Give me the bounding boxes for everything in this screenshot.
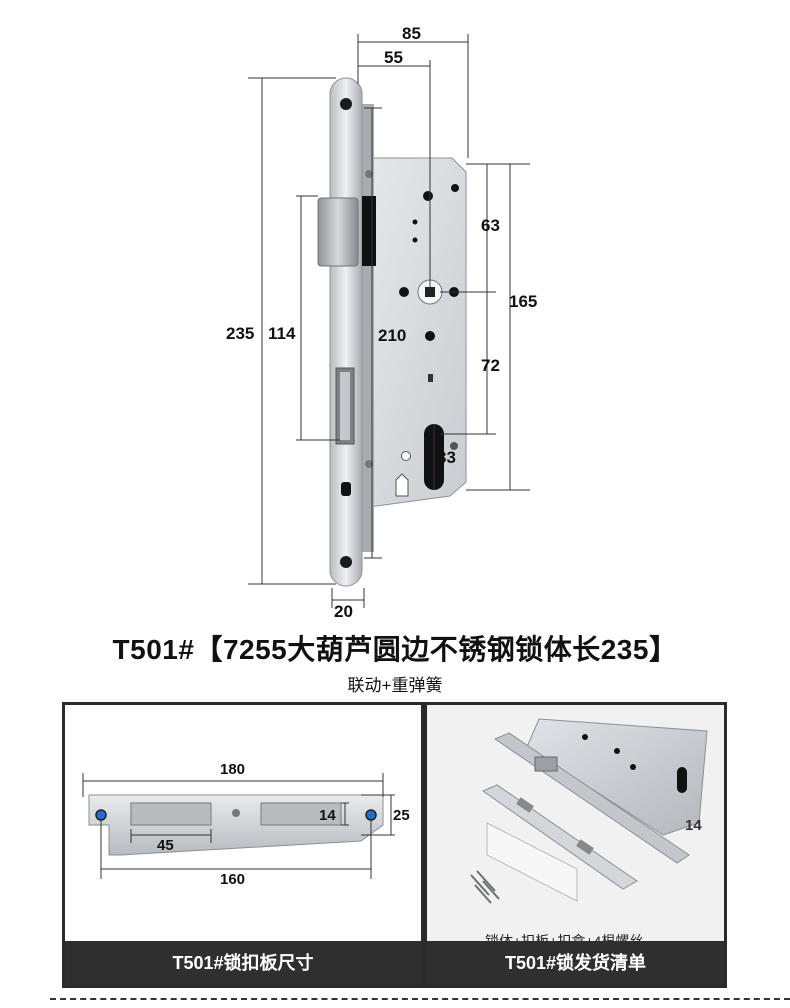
package-caption: T501#锁发货清单 <box>427 941 724 985</box>
dim-cylinder: 33 <box>437 448 456 467</box>
dim-case-height: 165 <box>509 292 538 311</box>
latch-back <box>362 196 376 266</box>
faceplate-screw-hole-bottom <box>340 556 352 568</box>
dim-case-center: 210 <box>378 326 407 345</box>
strike-plate-drawing <box>82 773 395 879</box>
dim-width-total: 85 <box>402 24 421 43</box>
faceplate-screw-hole-top <box>340 98 352 110</box>
dim-top-to-handle: 63 <box>481 216 500 235</box>
package-contents-photo <box>470 718 708 904</box>
strike-plate-panel: 180 160 25 14 45 T501#锁扣板尺寸 <box>62 702 424 988</box>
strike-opening-height: 14 <box>319 807 336 824</box>
strike-hole-spacing: 160 <box>220 871 246 888</box>
dim-faceplate-length: 235 <box>226 324 255 343</box>
latch-bolt <box>317 197 359 267</box>
package-dim-label: 14 <box>685 817 702 834</box>
dim-latch-to-bolt: 114 <box>268 324 296 343</box>
package-strike-box <box>486 822 578 902</box>
product-subtitle: 联动+重弹簧 <box>347 676 443 695</box>
dim-handle-to-cylinder: 72 <box>481 356 500 375</box>
faceplate-hole <box>341 482 351 496</box>
lock-body-drawing <box>248 34 530 608</box>
product-title: T501#【7255大葫芦圆边不锈钢锁体长235】 <box>112 634 678 665</box>
strike-plate-caption: T501#锁扣板尺寸 <box>65 941 421 985</box>
strike-opening-offset: 45 <box>157 837 174 854</box>
dim-faceplate-width: 20 <box>334 602 353 621</box>
strike-height: 25 <box>393 807 410 824</box>
dim-backset: 55 <box>384 48 403 67</box>
strike-length: 180 <box>220 761 246 778</box>
package-strike-plate <box>481 784 638 890</box>
faceplate <box>329 77 363 587</box>
bottom-divider <box>50 998 790 1000</box>
package-panel: 14 锁体+扣板+扣盒+4根螺丝 T501#锁发货清单 <box>424 702 727 988</box>
package-lock-body <box>526 718 708 836</box>
